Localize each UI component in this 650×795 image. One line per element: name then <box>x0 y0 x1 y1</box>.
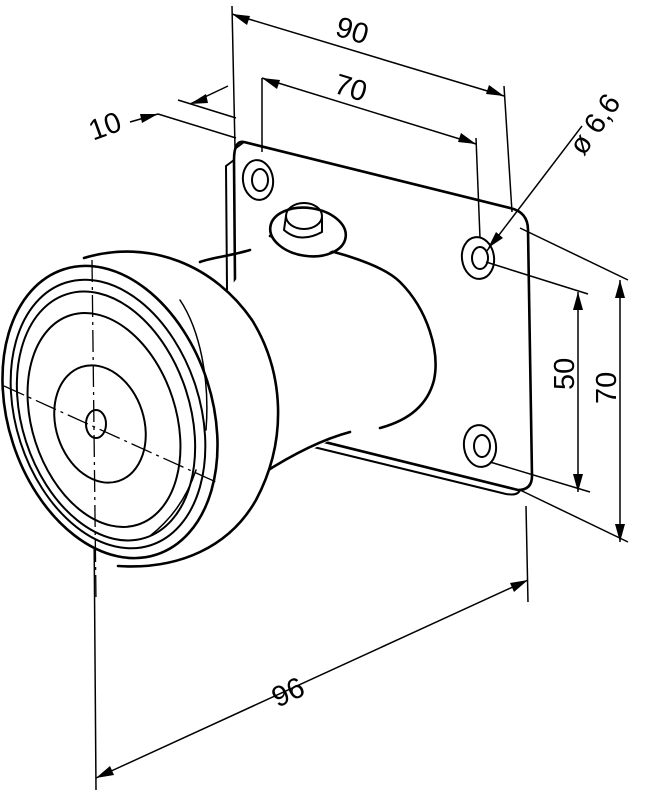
head-ring-3 <box>26 312 182 528</box>
head-center-hole <box>85 409 107 439</box>
arrow <box>96 766 114 778</box>
label-96: 96 <box>267 672 310 715</box>
body-upper-contour <box>268 234 437 430</box>
ext-line-70-vert-top <box>519 227 629 281</box>
head-front-face <box>1 264 219 560</box>
arrow <box>615 524 625 542</box>
arrow <box>573 474 583 492</box>
release-pin <box>268 202 348 258</box>
ext-line-70-right <box>475 137 481 239</box>
arrow <box>190 94 208 104</box>
arrow <box>488 232 503 248</box>
magnet-head <box>1 250 280 568</box>
arrow <box>232 14 250 25</box>
dim-line-90 <box>231 13 505 97</box>
head-ring-1 <box>9 278 207 550</box>
label-70-vertical: 70 <box>591 372 623 404</box>
head-ring-2 <box>15 290 197 542</box>
label-10: 10 <box>85 106 126 147</box>
arrow <box>615 280 625 298</box>
arrow <box>458 133 476 144</box>
arrow <box>510 580 528 592</box>
ext-line-90-left <box>231 5 236 149</box>
ext-line-70-vert-bottom <box>519 489 629 543</box>
label-hole-diameter: ø 6,6 <box>563 88 627 160</box>
mounting-hole-bottom-right <box>462 424 498 468</box>
ext-line-50-top <box>485 261 589 295</box>
arrow <box>573 292 583 310</box>
ext-line-10-plate <box>157 113 237 139</box>
ext-line-96-right <box>525 505 529 603</box>
center-line-vertical <box>91 259 97 601</box>
dim-line-96 <box>95 579 529 779</box>
mounting-hole-top-right <box>460 236 496 280</box>
body-upper-left <box>198 248 252 264</box>
rim-hatch <box>179 299 208 431</box>
head-outer-rim <box>82 250 280 568</box>
label-70-horizontal: 70 <box>330 68 370 108</box>
mounting-hole-top-left <box>241 159 275 201</box>
arrow <box>140 114 158 123</box>
ext-line-90-right <box>503 85 513 213</box>
dim-line-70-horizontal <box>261 77 477 145</box>
arrow <box>262 78 280 89</box>
hole-diameter-leader <box>485 125 583 253</box>
plate-edge-corner <box>235 141 245 149</box>
label-50: 50 <box>549 358 581 390</box>
head-core-ring <box>53 364 147 484</box>
ext-line-10-body <box>177 99 237 119</box>
arrow <box>486 85 504 96</box>
center-line-horizontal <box>3 385 217 483</box>
plate-face <box>232 140 534 492</box>
ext-line-50-bottom <box>489 461 591 493</box>
rim-hatch <box>149 469 197 537</box>
